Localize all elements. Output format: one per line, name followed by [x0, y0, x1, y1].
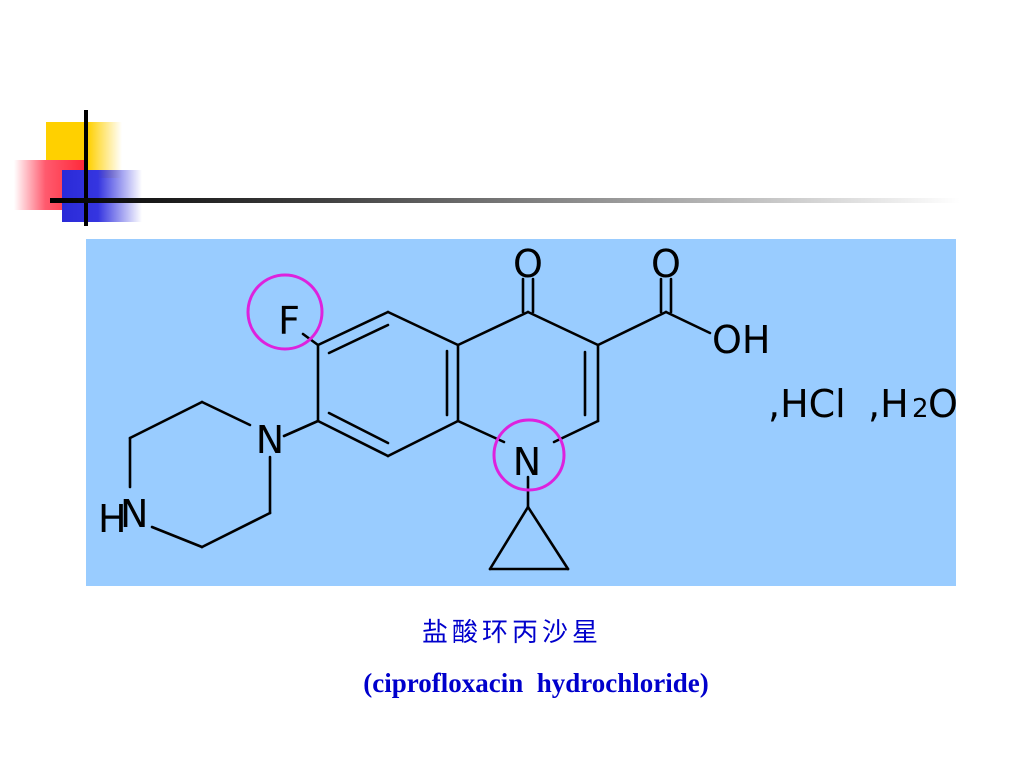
bond-cooh-oh [664, 310, 712, 335]
salt-h2o-h: ,H [868, 382, 909, 426]
bond-c8a-n1 [456, 419, 506, 444]
bond-c8a-c8 [386, 419, 460, 458]
bond-cp-1 [488, 505, 530, 571]
bond-c3-cooh [596, 310, 668, 347]
highlight-circle-n1 [492, 418, 566, 492]
bond-c8-c7 [316, 419, 390, 458]
bond-pip-1 [200, 400, 252, 427]
highlight-circle-fluorine [246, 273, 324, 351]
decor-blue-square [62, 170, 142, 222]
bond-cp-3 [526, 505, 570, 571]
salt-h2o-subscript: 2 [912, 394, 929, 424]
bonds [128, 277, 712, 571]
structure-panel: O O OH F N N H N ,HCl ,H 2 O [86, 239, 956, 586]
atom-nh-hydrogen: H [98, 497, 127, 541]
bond-c7-npip [282, 419, 320, 438]
atom-oh: OH [712, 318, 770, 362]
bond-c4a-c4 [456, 310, 530, 347]
bond-pip-2 [128, 400, 204, 440]
bond-c6-c5 [316, 310, 390, 347]
bond-c4-c3 [526, 310, 600, 347]
ciprofloxacin-structure: O O OH F N N H N ,HCl ,H 2 O [98, 242, 956, 571]
atom-o-ketone: O [513, 242, 543, 286]
bond-c5-c4a [386, 310, 460, 347]
decor-horizontal-rule [50, 198, 960, 203]
salt-h2o-o: O [928, 382, 956, 426]
caption-chinese-name: 盐酸环丙沙星 [421, 618, 602, 648]
bond-c6-c5-double [327, 323, 390, 355]
bond-pip-5 [200, 511, 272, 549]
atom-f: F [278, 299, 300, 343]
decor-vertical-line [84, 110, 88, 226]
bond-pip-4 [150, 525, 204, 549]
salt-hcl: ,HCl [768, 382, 846, 426]
caption-english-name: (ciprofloxacin hydrochloride) [363, 668, 709, 698]
atom-n1: N [513, 440, 541, 484]
bond-c8-c7-double [327, 411, 390, 445]
atom-n-piperazine: N [256, 418, 284, 462]
atom-nh-nitrogen: N [120, 492, 148, 536]
atom-o-acid: O [651, 242, 681, 286]
